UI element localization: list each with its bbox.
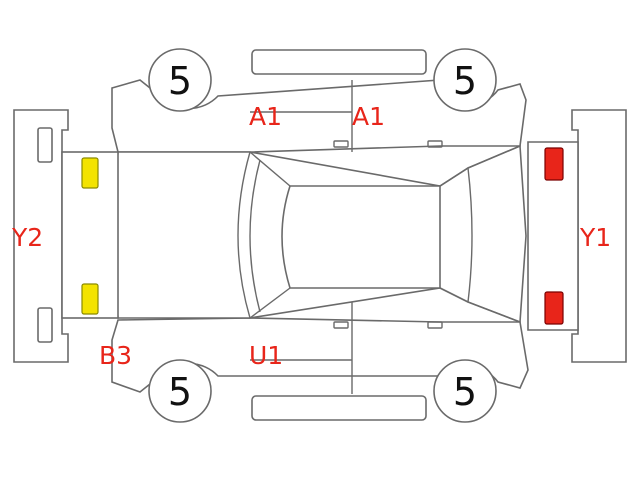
bottom-side-skirt — [251, 395, 427, 421]
code-rear-left: B3 — [99, 341, 132, 370]
rear-light-marker-top — [81, 157, 99, 189]
wheel-top-left-value: 5 — [168, 59, 192, 103]
top-view-body — [61, 144, 527, 324]
front-bumper — [571, 109, 627, 363]
code-front: Y1 — [579, 223, 611, 252]
front-light-marker-top — [544, 147, 564, 181]
wheel-top-right-value: 5 — [453, 59, 477, 103]
code-top-left-door: A1 — [249, 102, 282, 131]
wheel-bottom-left-value: 5 — [168, 370, 192, 414]
code-bottom-left: U1 — [249, 341, 283, 370]
wheel-top-right: 5 — [433, 48, 497, 112]
wheel-top-left: 5 — [148, 48, 212, 112]
rear-bumper — [13, 109, 69, 363]
top-side-skirt — [251, 49, 427, 75]
wheel-bottom-right: 5 — [433, 359, 497, 423]
code-top-right-door: A1 — [352, 102, 385, 131]
front-light-marker-bottom — [544, 291, 564, 325]
rear-light-marker-bottom — [81, 283, 99, 315]
code-rear: Y2 — [11, 223, 43, 252]
wheel-bottom-left: 5 — [148, 359, 212, 423]
wheel-bottom-right-value: 5 — [453, 370, 477, 414]
